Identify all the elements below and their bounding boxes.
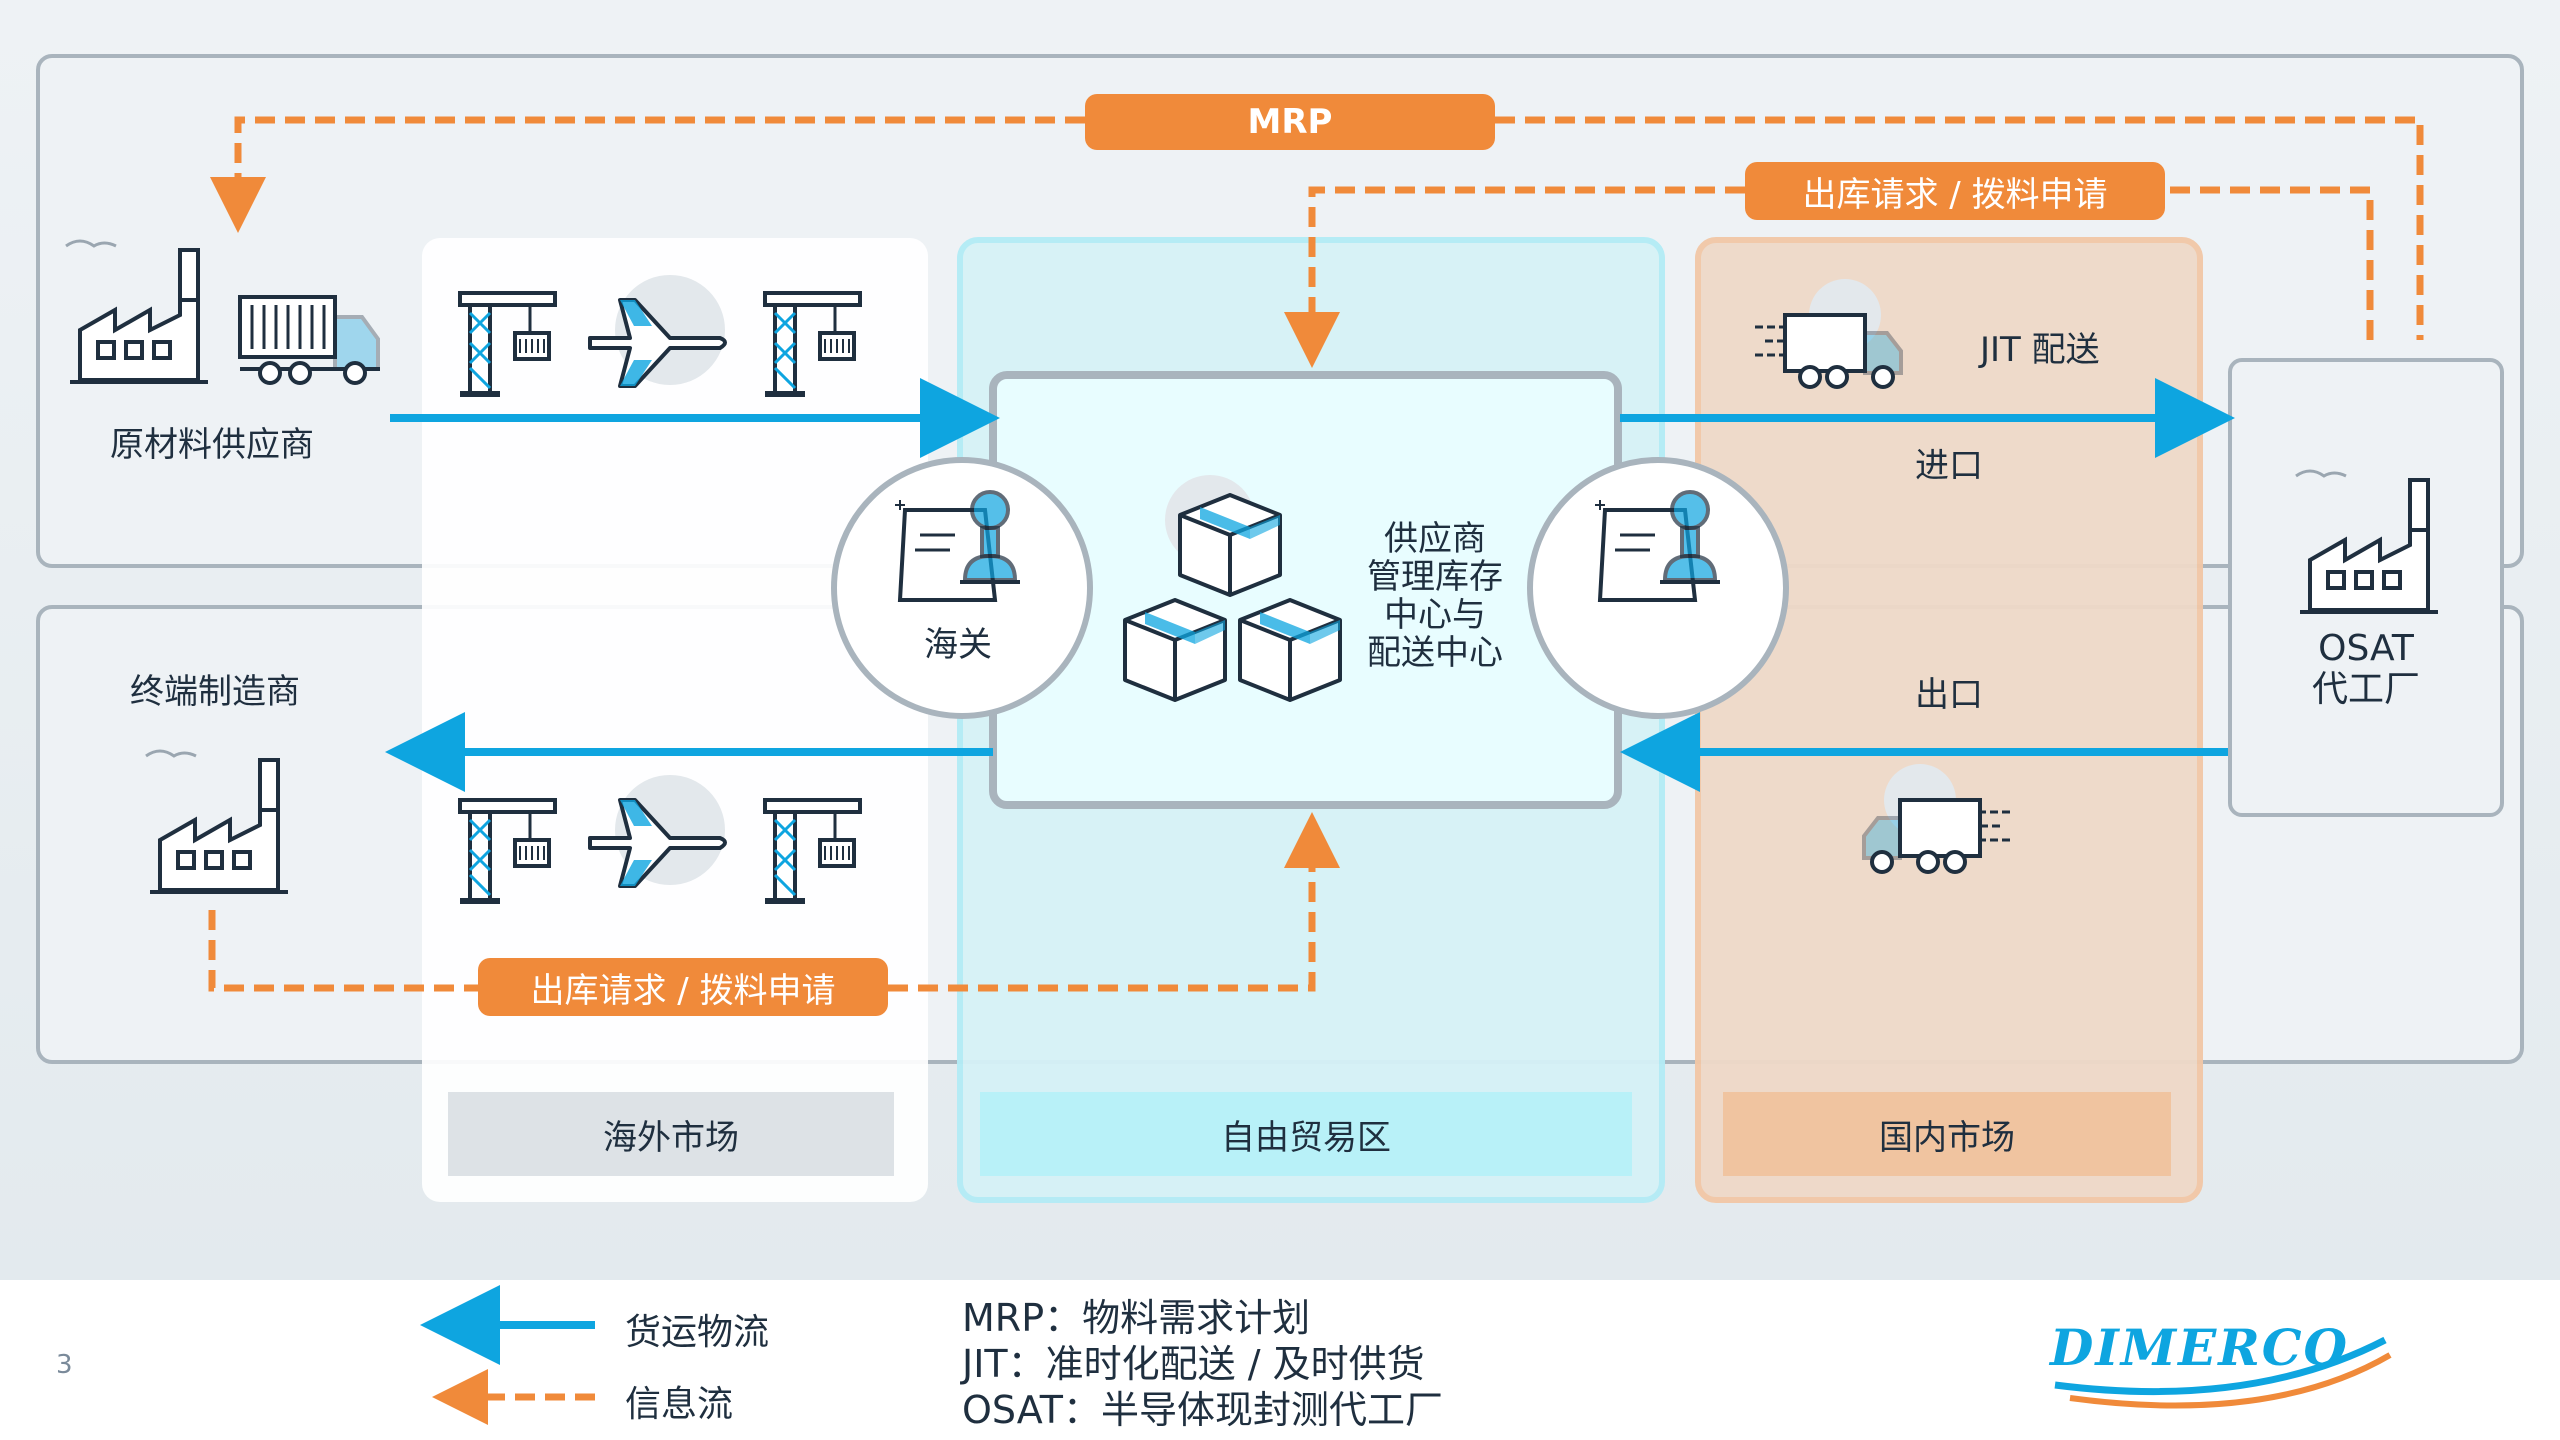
info-flow-request-bottom-left (208, 910, 478, 992)
osat-label-line: 代工厂 (2311, 669, 2420, 711)
osat-label-line: OSAT (2318, 628, 2414, 669)
definition-jit: JIT：准时化配送 / 及时供货 (962, 1342, 1425, 1386)
boxes-icon (1178, 493, 1282, 597)
import-label: 进口 (1915, 446, 1983, 486)
osat-label: OSAT 代工厂 (2250, 628, 2482, 711)
vmi-label-line: 管理库存 (1367, 557, 1503, 598)
dimerco-logo: DIMERCO (2050, 1318, 2350, 1377)
legend-cargo-label: 货运物流 (625, 1312, 770, 1353)
boxes-icon (1123, 598, 1227, 702)
request-pill-top: 出库请求 / 拨料申请 (1745, 162, 2165, 220)
zone-label-overseas: 海外市场 (448, 1092, 894, 1176)
vmi-label-line: 配送中心 (1367, 633, 1503, 674)
legend-info-label: 信息流 (625, 1384, 734, 1425)
raw-supplier-label: 原材料供应商 (110, 425, 314, 465)
jit-label: JIT 配送 (1980, 330, 2100, 370)
info-flow-request-top-left (1284, 186, 1745, 368)
vmi-label-line: 供应商 (1384, 519, 1486, 559)
zone-label-domestic: 国内市场 (1723, 1092, 2171, 1176)
definition-mrp: MRP：物料需求计划 (962, 1296, 1311, 1340)
boxes-icon (1238, 598, 1342, 702)
request-pill-bottom: 出库请求 / 拨料申请 (478, 958, 888, 1016)
info-flow-mrp-left (210, 116, 1085, 233)
info-flow-request-bottom-right (888, 812, 1340, 992)
domestic-zone (1695, 237, 2203, 1203)
mrp-pill: MRP (1085, 94, 1495, 150)
definition-osat: OSAT：半导体现封测代工厂 (962, 1388, 1443, 1432)
zone-label-ftz: 自由贸易区 (980, 1092, 1632, 1176)
export-label: 出口 (1915, 675, 1983, 715)
info-flow-request-top-right (2165, 186, 2374, 340)
vmi-center-label: 供应商 管理库存 中心与 配送中心 (1340, 520, 1530, 672)
vmi-label-line: 中心与 (1384, 595, 1486, 636)
page-number: 3 (56, 1350, 73, 1380)
info-flow-mrp-right (1495, 116, 2424, 340)
customs-label: 海关 (924, 625, 992, 665)
logo-swoosh (2069, 1352, 2392, 1409)
end-manufacturer-label: 终端制造商 (130, 672, 300, 712)
logo-swoosh (2054, 1336, 2387, 1396)
